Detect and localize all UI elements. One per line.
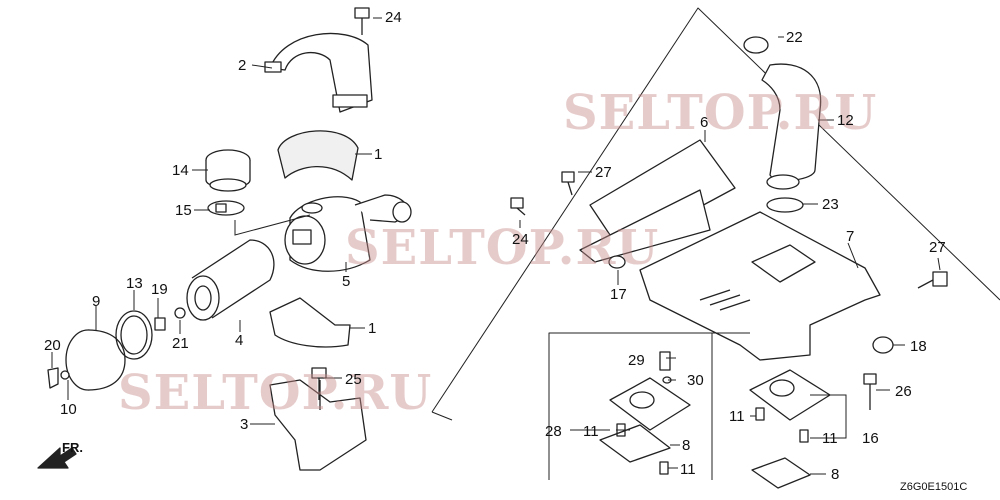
callout-label: 4	[235, 332, 244, 349]
bolt-part	[510, 171, 948, 410]
callout-label: 30	[687, 372, 704, 389]
large-plate-part	[639, 211, 881, 361]
bracket-part	[269, 379, 367, 471]
hose-assembly-part	[743, 36, 822, 213]
rubber-pad-part	[277, 130, 359, 181]
filter-element-part	[186, 239, 275, 321]
callout-label: 3	[240, 416, 249, 433]
lower-pad-part	[269, 297, 351, 348]
callout-label: 27	[595, 164, 612, 181]
callout-label: 12	[837, 112, 854, 129]
callout-label: 11	[680, 461, 696, 478]
callout-label: 14	[172, 162, 189, 179]
callout-label: 20	[44, 337, 61, 354]
callout-label: 7	[846, 228, 855, 245]
callout-label: 8	[682, 437, 691, 454]
callout-label: 23	[822, 196, 839, 213]
callout-label: 13	[126, 275, 143, 292]
cover-part	[65, 329, 126, 391]
callout-label: 21	[172, 335, 189, 352]
diagram-code: Z6G0E1501C	[900, 481, 968, 493]
detail-box-right	[711, 332, 750, 400]
callout-label: 29	[628, 352, 645, 369]
mount-assembly-left-part	[599, 351, 691, 475]
mount-assembly-right-part	[749, 369, 831, 489]
muffler-part	[284, 194, 412, 272]
bolt-part	[354, 7, 370, 35]
callout-label: 5	[342, 273, 351, 290]
callout-label: 9	[92, 293, 101, 310]
callout-label: 11	[729, 408, 745, 425]
callout-label: 2	[238, 57, 247, 74]
callout-label: 28	[545, 423, 562, 440]
callout-label: 24	[385, 9, 402, 26]
callout-label: 10	[60, 401, 77, 418]
callout-label: 26	[895, 383, 912, 400]
front-arrow-icon	[37, 447, 77, 469]
bolt-part	[311, 367, 327, 400]
callout-label: 27	[929, 239, 946, 256]
callout-label: 15	[175, 202, 192, 219]
top-bracket-part	[579, 139, 736, 263]
cap-part	[205, 149, 251, 192]
detail-box-left	[548, 332, 713, 480]
callout-label: 8	[831, 466, 840, 483]
callout-label: 1	[374, 146, 383, 163]
callout-label: 22	[786, 29, 803, 46]
callout-label: 11	[583, 423, 599, 440]
exploded-view-outline	[431, 7, 1000, 413]
callout-label: 25	[345, 371, 362, 388]
mount-part	[608, 255, 626, 269]
callout-label: 6	[700, 114, 709, 131]
clamp-part	[207, 200, 245, 216]
grommet-part	[872, 336, 894, 354]
callout-label: 19	[151, 281, 168, 298]
callout-label: 18	[910, 338, 927, 355]
upper-strap-part	[264, 32, 373, 113]
callout-label: 16	[862, 430, 879, 447]
front-direction-label: FR.	[62, 440, 83, 455]
callout-label: 17	[610, 286, 627, 303]
gasket-part	[115, 310, 153, 360]
leader-lines	[51, 17, 941, 475]
callout-label: 11	[822, 430, 838, 447]
callout-label: 24	[512, 231, 529, 248]
small-hardware-part	[47, 307, 186, 389]
callout-label: 1	[368, 320, 377, 337]
